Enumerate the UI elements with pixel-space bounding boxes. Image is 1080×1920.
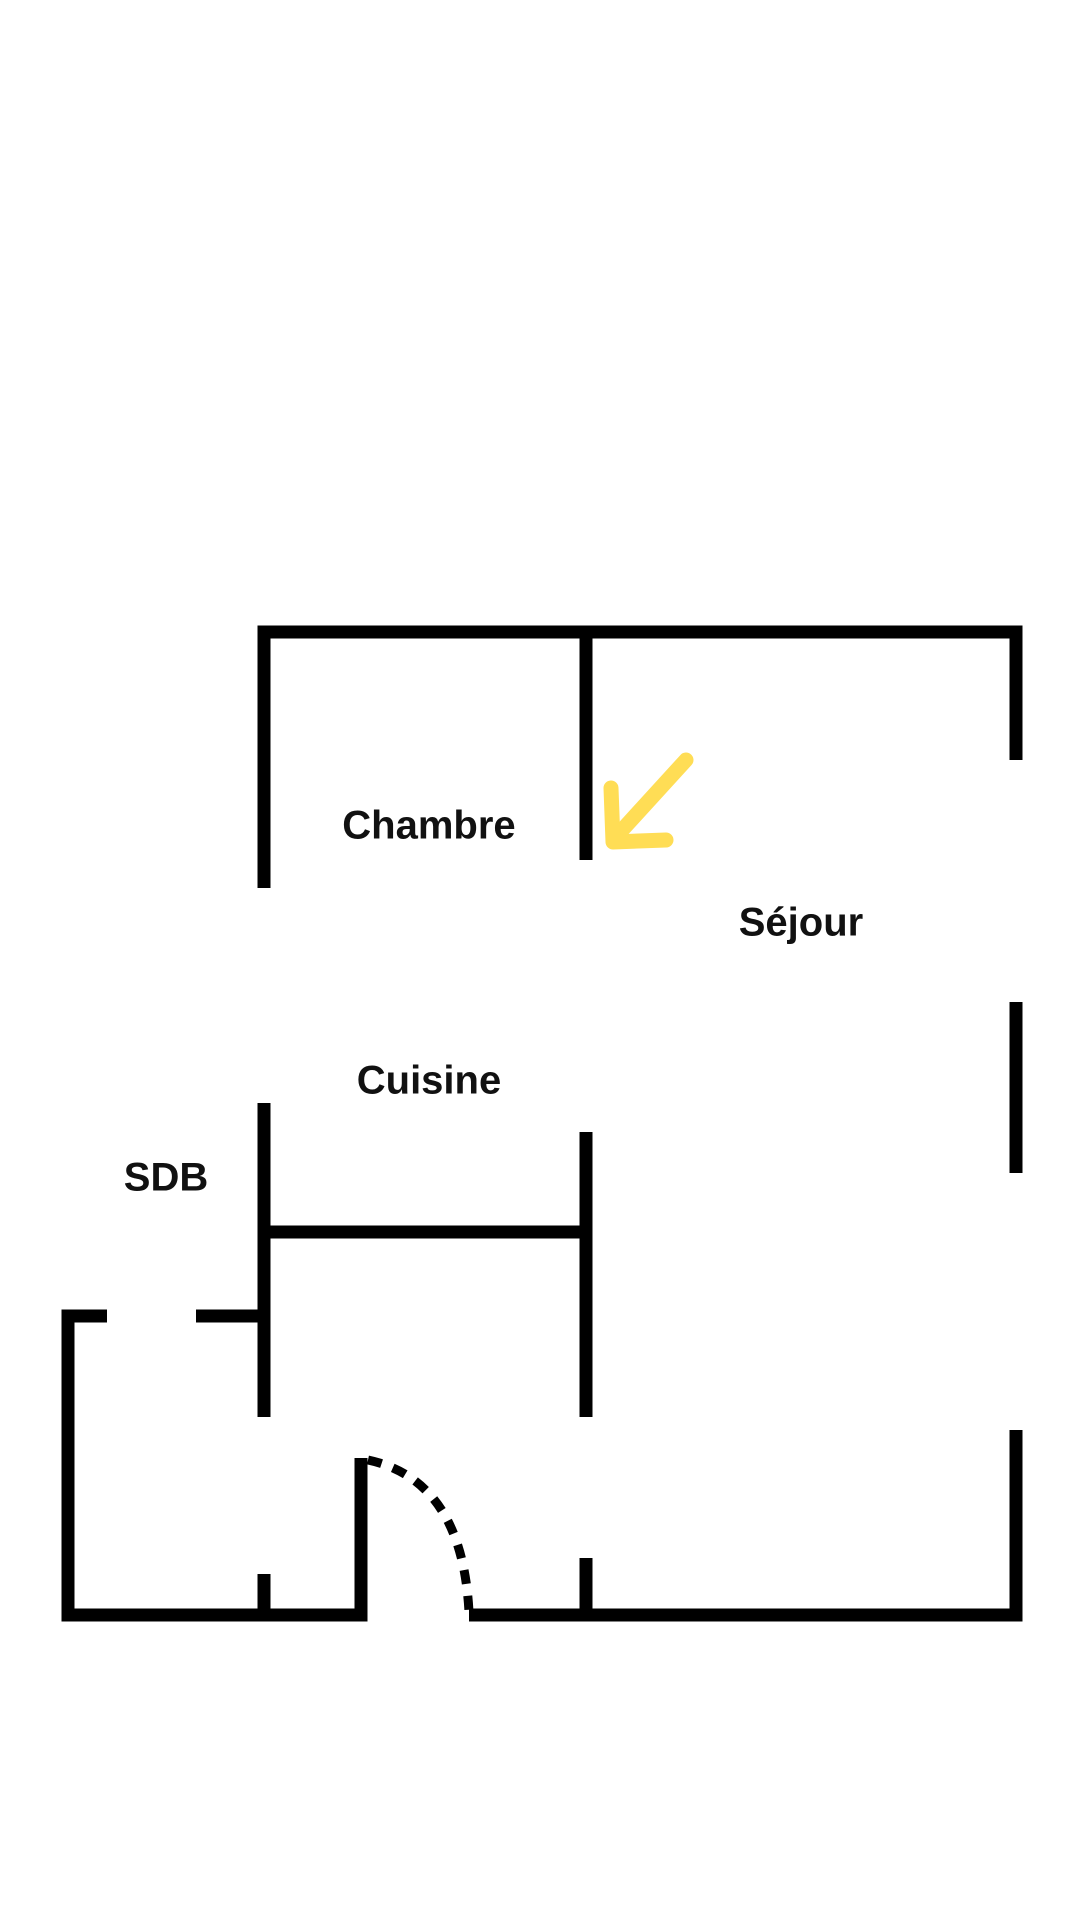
room-label-sejour: Séjour <box>739 901 863 945</box>
wall-top <box>257 625 1023 888</box>
arrow-icon <box>603 752 694 850</box>
wall-sdb <box>61 1309 368 1622</box>
room-label-sdb: SDB <box>124 1156 208 1200</box>
room-label-chambre: Chambre <box>342 804 515 848</box>
door-swing-arc <box>367 1455 474 1613</box>
room-label-cuisine: Cuisine <box>357 1059 501 1103</box>
wall-right-bottom <box>469 1430 1023 1622</box>
walls <box>61 625 1023 1622</box>
